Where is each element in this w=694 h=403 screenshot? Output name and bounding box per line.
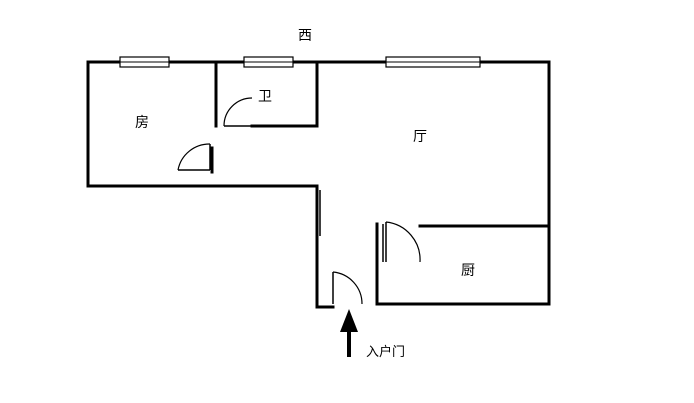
door-bedroom bbox=[177, 143, 211, 171]
window-bathroom bbox=[243, 56, 294, 68]
interior-walls bbox=[210, 62, 548, 306]
direction-label: 西 bbox=[298, 28, 312, 44]
window-living-room bbox=[385, 56, 481, 68]
door-entrance bbox=[332, 271, 363, 305]
entrance-label: 入户门 bbox=[366, 344, 405, 360]
room-label-bathroom: 卫 bbox=[258, 89, 272, 105]
entrance-arrow-icon bbox=[340, 309, 358, 357]
room-label-kitchen: 厨 bbox=[461, 263, 475, 279]
window-bedroom bbox=[119, 56, 170, 68]
room-label-bedroom: 房 bbox=[135, 115, 149, 131]
door-kitchen bbox=[385, 221, 421, 263]
door-bathroom bbox=[223, 97, 253, 127]
exterior-walls bbox=[86, 60, 551, 309]
room-label-living-room: 厅 bbox=[413, 129, 427, 145]
